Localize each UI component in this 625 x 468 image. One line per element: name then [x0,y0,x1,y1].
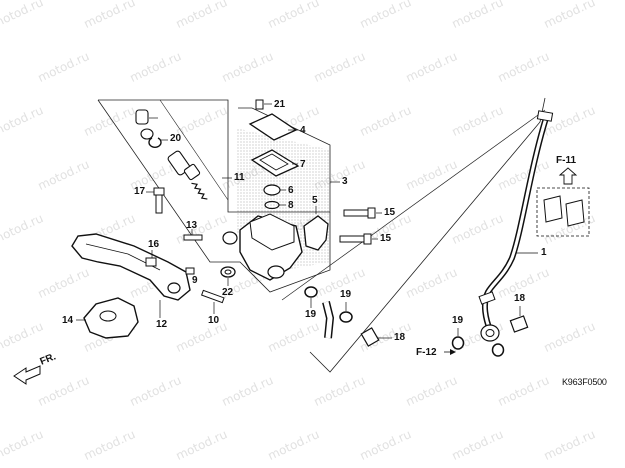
sealing-washer [451,336,465,350]
callout-8: 8 [288,200,294,211]
banjo-bolt [360,327,380,347]
lever-nut [185,267,195,275]
boot-cap [135,109,149,125]
callout-18: 18 [394,332,406,343]
f11-plate [565,199,585,227]
sealing-washer [339,311,353,323]
brake-lever [71,233,191,301]
callout-15: 15 [384,207,396,218]
callout-19: 19 [305,309,317,320]
banjo-bolt [509,315,529,333]
return-spring [191,182,208,200]
callout-12: 12 [156,319,168,330]
clamp-bolt [343,207,376,219]
callout-15: 15 [380,233,392,244]
hose-outline [309,97,546,373]
master-cylinder-outlet [267,265,285,279]
switch-housing-window [99,310,117,322]
hose-fitting-top [536,110,554,122]
callout-14: 14 [62,315,74,326]
callout-20: 20 [170,133,182,144]
piston-cup [183,163,201,181]
spring-pin [183,234,203,241]
lever-pivot [167,282,181,294]
f11-plate [543,195,563,223]
f12-arrow-head [450,349,456,355]
callout-11: 11 [234,172,245,183]
diagram-code: K963F0500 [562,377,607,387]
master-cylinder-reservoir [249,213,295,251]
hose-banjo-hole [485,329,495,337]
callout-18: 18 [514,293,526,304]
cap-screw [255,99,264,110]
circlip [148,137,162,149]
ref-f11: F-11 [556,155,577,166]
callout-21: 21 [274,99,286,110]
piston-boot [140,128,154,140]
callout-13: 13 [186,220,198,231]
float [263,184,281,196]
brake-hose-inner [483,117,548,331]
sealing-washer [304,286,318,298]
holder-clamp [303,215,329,251]
callout-22: 22 [222,287,234,298]
callout-16: 16 [148,239,160,250]
callout-4: 4 [300,125,306,136]
hose-fitting-bottom [478,291,496,305]
clamp-eye [222,231,238,245]
callout-3: 3 [342,176,348,187]
washer-hole [224,269,232,275]
callout-7: 7 [300,159,306,170]
callout-10: 10 [208,315,220,326]
f11-up-arrow [558,167,578,185]
hose-stub-inner [323,301,333,339]
callout-9: 9 [192,275,198,286]
switch-screw [200,289,225,304]
callout-6: 6 [288,185,294,196]
callout-5: 5 [312,195,318,206]
assembly-outline-inner [159,99,229,201]
callout-1: 1 [541,247,547,258]
pivot-bolt [153,187,165,214]
direction-arrow-icon [13,365,41,385]
callout-19: 19 [340,289,352,300]
hose-outline-diag [281,109,546,301]
clamp-bolt [339,233,372,245]
sealing-washer [491,343,505,357]
diaphragm-plate-inner [259,153,289,171]
f11-inset-box [536,187,590,237]
ref-f12: F-12 [416,347,437,358]
adjuster-screw [145,257,157,267]
callout-19: 19 [452,315,464,326]
callout-17: 17 [134,186,146,197]
